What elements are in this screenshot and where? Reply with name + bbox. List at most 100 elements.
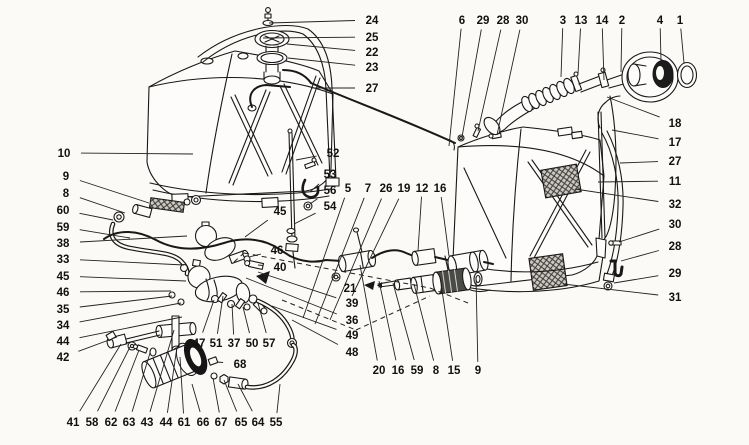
part-number-7: 7 xyxy=(365,183,371,195)
callout-5: 5 xyxy=(302,183,352,319)
flow-arrow-left xyxy=(256,271,270,284)
leader-line-34 xyxy=(79,302,182,323)
part-number-3: 3 xyxy=(560,15,566,27)
banjo-bolt-40 xyxy=(244,260,265,270)
callout-56: 56 xyxy=(309,185,336,205)
callout-53: 53 xyxy=(309,169,336,193)
leader-line-8 xyxy=(413,283,435,361)
part-number-36: 36 xyxy=(346,315,359,327)
fuel-pump-b xyxy=(179,258,263,304)
leader-line-51 xyxy=(216,295,224,334)
callout-67: 67 xyxy=(212,377,227,429)
part-number-51: 51 xyxy=(210,338,223,350)
part-number-12: 12 xyxy=(416,183,429,195)
part-number-44: 44 xyxy=(57,336,70,348)
part-number-60: 60 xyxy=(57,205,70,217)
part-number-49: 49 xyxy=(346,330,359,342)
part-number-17: 17 xyxy=(669,137,682,149)
fuel-pump-assembly xyxy=(105,194,341,390)
leader-line-4 xyxy=(659,28,662,62)
tank-vent-fitting xyxy=(200,57,214,65)
leader-line-60 xyxy=(79,212,114,221)
braided-hose xyxy=(148,197,186,213)
leader-line-12 xyxy=(417,196,422,252)
leader-line-45 xyxy=(79,276,187,282)
callout-12: 12 xyxy=(416,183,429,252)
callout-48: 48 xyxy=(291,319,359,359)
ribbed-hose xyxy=(521,77,575,113)
callout-33: 33 xyxy=(57,254,185,266)
part-number-54: 54 xyxy=(324,201,337,213)
long-fuel-vent-line xyxy=(310,82,456,144)
leader-line-28 xyxy=(477,29,502,132)
part-number-23: 23 xyxy=(366,62,379,74)
callout-27: 27 xyxy=(312,83,378,95)
part-number-1: 1 xyxy=(677,15,684,27)
leader-line-16 xyxy=(378,280,397,361)
leader-line-46 xyxy=(248,253,261,258)
leader-line-37 xyxy=(231,303,235,335)
leader-line-55 xyxy=(276,383,281,414)
part-number-24: 24 xyxy=(366,15,379,27)
leader-line-18 xyxy=(606,96,660,118)
part-number-64: 64 xyxy=(252,417,265,429)
callout-44: 44 xyxy=(57,316,183,348)
filler-hose-assembly xyxy=(483,51,698,136)
callout-2: 2 xyxy=(619,15,625,73)
leader-line-52 xyxy=(295,155,317,161)
leader-line-44 xyxy=(166,346,178,413)
part-number-55: 55 xyxy=(270,417,283,429)
callout-6: 6 xyxy=(448,15,465,147)
callout-8: 8 xyxy=(63,188,126,214)
part-number-45: 45 xyxy=(57,271,70,283)
callout-51: 51 xyxy=(210,295,224,350)
part-number-6: 6 xyxy=(459,15,465,27)
leader-line-29 xyxy=(613,275,659,284)
support-rod-assembly xyxy=(285,128,320,269)
callout-16: 16 xyxy=(434,183,450,257)
leader-line-13 xyxy=(577,28,581,75)
leader-line-20 xyxy=(359,264,378,361)
part-number-9: 9 xyxy=(63,171,69,183)
part-number-44: 44 xyxy=(160,417,173,429)
callout-45: 45 xyxy=(57,271,187,283)
left-tank-x-ribs xyxy=(228,75,323,186)
leader-line-68 xyxy=(216,361,224,363)
callout-63: 63 xyxy=(123,352,151,429)
leader-line-15 xyxy=(439,276,454,361)
leader-line-30 xyxy=(496,29,521,136)
callout-39: 39 xyxy=(257,271,358,310)
part-number-32: 32 xyxy=(669,199,682,211)
callout-58: 58 xyxy=(86,346,131,429)
right-tank-strap xyxy=(597,95,624,283)
part-number-66: 66 xyxy=(197,417,210,429)
leader-line-43 xyxy=(149,329,175,413)
part-number-16: 16 xyxy=(434,183,447,195)
leader-line-42 xyxy=(78,336,118,352)
callout-37: 37 xyxy=(228,303,240,350)
part-number-59: 59 xyxy=(57,222,70,234)
leader-line-32 xyxy=(574,188,659,202)
part-number-27: 27 xyxy=(669,156,682,168)
part-number-58: 58 xyxy=(86,417,99,429)
part-number-41: 41 xyxy=(67,417,80,429)
cap-bolt xyxy=(265,7,271,13)
leader-line-47 xyxy=(202,299,215,333)
part-number-50: 50 xyxy=(246,338,259,350)
leader-line-11 xyxy=(597,180,659,183)
seal-washer xyxy=(473,271,483,287)
part-number-21: 21 xyxy=(344,283,357,295)
part-number-22: 22 xyxy=(366,47,379,59)
hex-nut xyxy=(219,373,229,385)
leader-line-39 xyxy=(257,271,337,299)
callout-19: 19 xyxy=(351,183,410,297)
callout-15: 15 xyxy=(439,276,461,377)
callout-28: 28 xyxy=(620,241,682,262)
callout-20: 20 xyxy=(359,264,385,377)
leader-line-23 xyxy=(287,57,356,66)
callout-52: 52 xyxy=(295,148,339,161)
part-number-29: 29 xyxy=(477,15,490,27)
leader-line-22 xyxy=(286,43,356,51)
leader-line-46 xyxy=(79,290,172,293)
